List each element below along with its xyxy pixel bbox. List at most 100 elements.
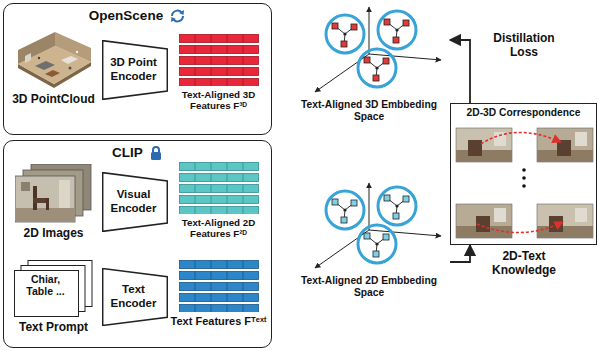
panel-title: OpenScene — [89, 8, 163, 24]
graphic-part — [332, 23, 338, 29]
graphic-part — [383, 234, 389, 240]
graphic-part — [332, 199, 338, 205]
graphic-part — [102, 40, 167, 99]
space-label: Text-Aligned 3D Embbeding Space — [288, 99, 450, 123]
graphic-part — [45, 70, 60, 77]
graphic-part — [21, 182, 30, 191]
graphic-part — [403, 196, 409, 202]
graphic-part — [194, 34, 195, 42]
graphic-part — [179, 34, 259, 86]
graphic-part — [25, 53, 31, 63]
graphic-part — [194, 45, 195, 53]
model-panel: OpenScene3D PointCloud3D Point EncoderTe… — [3, 3, 272, 135]
encoder-trapezoid: 3D Point Encoder — [102, 40, 168, 100]
graphic-part — [481, 132, 561, 144]
graphic-part — [226, 282, 227, 290]
graphic-part — [242, 162, 243, 170]
input-label: 3D PointCloud — [12, 93, 95, 107]
graphic-part — [557, 140, 571, 156]
graphic-part — [375, 242, 378, 245]
graphic-part — [242, 34, 243, 42]
graphic-part — [537, 204, 593, 238]
graphic-part — [68, 66, 71, 69]
feature-stack: Text-Aligned 2D Features F²ᴰ — [170, 162, 268, 258]
prompt-text: Chiar, Table ... — [14, 273, 78, 297]
graphic-part — [468, 140, 482, 156]
prompt-document: Chiar, Table ... — [14, 260, 94, 318]
graphic-part — [522, 184, 526, 188]
graphic-part — [375, 66, 378, 69]
graphic-part — [194, 271, 195, 279]
graphic-part — [210, 293, 211, 301]
graphic-part — [226, 34, 227, 42]
graphic-part — [169, 8, 186, 24]
graphic-part — [522, 168, 526, 172]
graphic-part — [194, 56, 195, 64]
feature-stack: Text Features Fᵀᵉˣᵗ — [168, 260, 270, 346]
graphic-part — [210, 56, 211, 64]
graphic-part — [35, 61, 55, 70]
feature-label: Text-Aligned 2D Features F²ᴰ — [170, 217, 268, 239]
graphic-part — [369, 183, 370, 230]
graphic-part — [369, 230, 441, 236]
graphic-part — [194, 282, 195, 290]
graphic-part — [384, 195, 390, 201]
graphic-part — [242, 184, 243, 192]
encoder-label: Text Encoder — [105, 283, 163, 309]
graphic-part — [343, 32, 346, 35]
graphic-part — [242, 260, 243, 268]
graphic-part — [75, 50, 77, 52]
graphic-part — [378, 187, 416, 225]
graphic-part — [210, 304, 211, 312]
graphic-part — [194, 184, 195, 192]
graphic-part — [326, 15, 364, 53]
graphic-part — [341, 217, 347, 223]
graphic-part — [210, 162, 211, 170]
graphic-part — [494, 208, 506, 222]
graphic-part — [171, 17, 176, 22]
graphic-part — [384, 19, 390, 25]
box-title: 2D-3D Correspondence — [451, 107, 596, 119]
graphic-part — [210, 173, 211, 181]
encoder-trapezoid: Text Encoder — [102, 268, 168, 326]
graphic-part — [395, 28, 398, 31]
graphic-part — [456, 204, 512, 238]
graphic-part — [194, 78, 195, 86]
graphic-part — [59, 180, 70, 208]
correspondence-box: 2D-3D Correspondence — [450, 103, 597, 245]
graphic-part — [351, 24, 357, 30]
graphic-part — [373, 75, 379, 81]
graphic-part — [179, 34, 258, 42]
graphic-part — [15, 164, 93, 224]
input-label: 2D Images — [23, 227, 83, 241]
graphic-part — [179, 162, 258, 170]
graphic-part — [18, 32, 55, 64]
graphic-part — [210, 282, 211, 290]
graphic-part — [343, 208, 346, 211]
graphic-part — [364, 233, 370, 239]
graphic-part — [194, 195, 195, 203]
graphic-part — [242, 67, 243, 75]
graphic-part — [242, 173, 243, 181]
graphic-part — [226, 260, 227, 268]
graphic-part — [242, 282, 243, 290]
graphic-part — [378, 11, 416, 49]
graphic-part — [575, 132, 587, 146]
graphic-part — [179, 56, 258, 64]
graphic-part — [179, 78, 258, 86]
graphic-part — [242, 271, 243, 279]
encoder-label: 3D Point Encoder — [105, 56, 163, 82]
panel-title-row: OpenScene — [4, 8, 271, 24]
graphic-part — [477, 222, 563, 233]
graphic-part — [102, 268, 167, 325]
graphic-part — [242, 45, 243, 53]
graphic-part — [179, 67, 258, 75]
graphic-part — [179, 271, 258, 279]
graphic-part — [242, 293, 243, 301]
graphic-part — [149, 145, 163, 161]
graphic-part — [395, 204, 398, 207]
panel-title-row: CLIP — [4, 145, 271, 161]
input-label: Text Prompt — [19, 321, 88, 335]
graphic-part — [226, 271, 227, 279]
graphic-part — [226, 304, 227, 312]
